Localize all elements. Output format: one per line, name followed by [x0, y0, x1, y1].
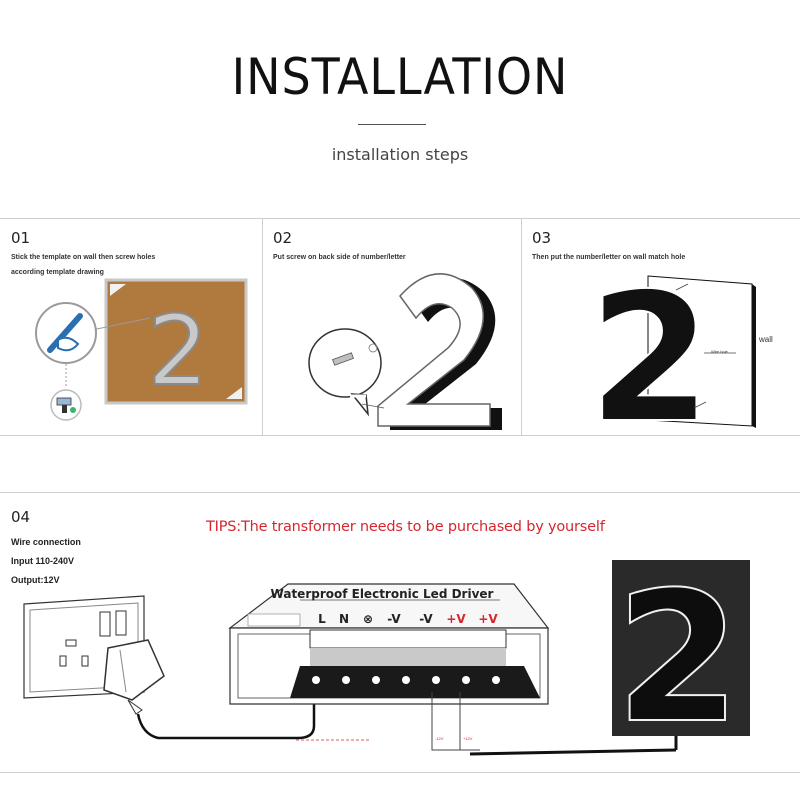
plug-icon — [103, 639, 165, 715]
drill-icon — [56, 397, 76, 413]
terminal-screw — [342, 676, 350, 684]
sign-panel — [612, 560, 750, 736]
wire-neg-label: -12V — [435, 736, 444, 741]
terminal-screws — [312, 676, 500, 684]
step-02-text-1: Put screw on back side of number/letter — [273, 254, 406, 261]
step-01-text-2: according template drawing — [11, 269, 104, 276]
terminal-label: N — [339, 612, 349, 626]
terminal-label: -V — [419, 612, 433, 626]
screw-icon — [332, 352, 354, 366]
step4-bottom-rule — [0, 772, 800, 773]
backlit-digit: 2 — [615, 554, 740, 763]
terminal-screw — [462, 676, 470, 684]
wire-pos-label: +12V — [463, 736, 473, 741]
step-04-text-1: Wire connection — [11, 537, 81, 547]
panel-divider-2 — [521, 218, 522, 436]
step-04-text-3: Output:12V — [11, 575, 60, 585]
page-title: INSTALLATION — [231, 48, 569, 106]
terminal-screw — [312, 676, 320, 684]
panel-bottom-rule — [0, 435, 800, 436]
step-number-01: 01 — [11, 229, 31, 247]
pen-hand-icon — [47, 313, 83, 353]
terminal-label: +V — [478, 612, 498, 626]
step-number-04: 04 — [11, 508, 31, 526]
terminal-label: L — [318, 612, 326, 626]
step-03-text-1: Then put the number/letter on wall match… — [532, 254, 686, 261]
terminal-label: +V — [446, 612, 466, 626]
page-subtitle: installation steps — [331, 145, 469, 164]
wire-hole-label: Wire hole — [711, 349, 728, 354]
terminal-screw — [432, 676, 440, 684]
tips-note: TIPS:The transformer needs to be purchas… — [206, 519, 605, 535]
terminal-screw — [402, 676, 410, 684]
svg-text:2: 2 — [147, 295, 208, 407]
panel-top-rule — [0, 218, 800, 219]
step-01-text-1: Stick the template on wall then screw ho… — [11, 254, 156, 261]
title-divider — [358, 124, 426, 125]
step4-top-rule — [0, 492, 800, 493]
wall-label: wall — [759, 335, 773, 344]
step-04-text-2: Input 110-240V — [11, 556, 75, 566]
panel-divider-1 — [262, 218, 263, 436]
step-number-03: 03 — [532, 229, 552, 247]
led-driver — [228, 583, 550, 705]
terminal-label: ⊗ — [363, 612, 373, 626]
driver-label: Waterproof Electronic Led Driver — [271, 587, 494, 601]
step-number-02: 02 — [273, 229, 293, 247]
terminal-label: -V — [387, 612, 401, 626]
terminal-screw — [492, 676, 500, 684]
svg-text:2: 2 — [588, 255, 712, 462]
terminal-screw — [372, 676, 380, 684]
